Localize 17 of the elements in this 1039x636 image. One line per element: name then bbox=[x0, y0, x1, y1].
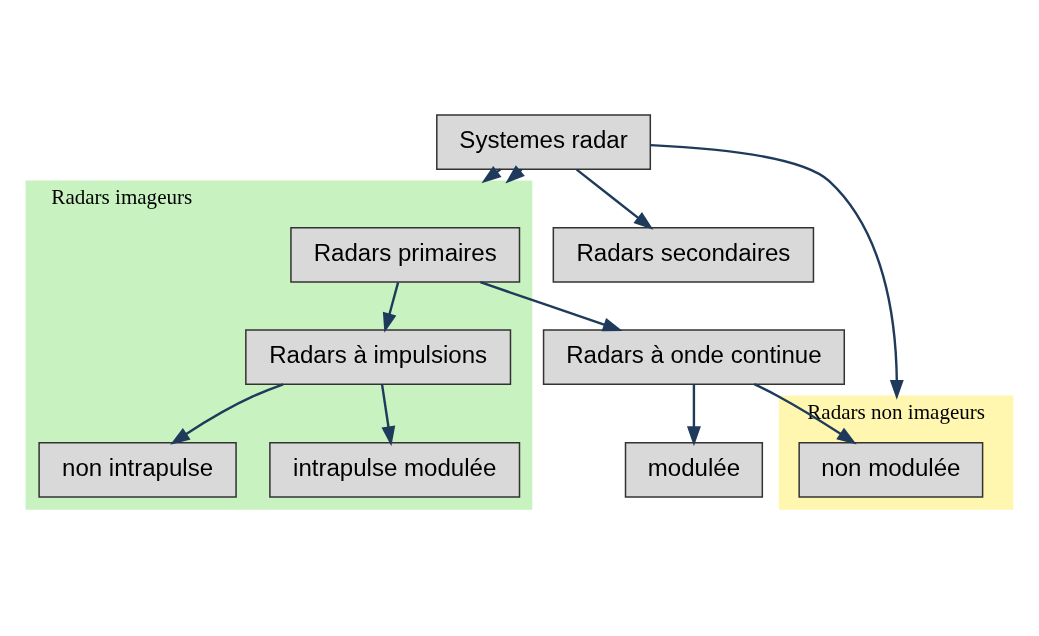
node-box: Radars à onde continue bbox=[542, 329, 846, 385]
node-box: Systemes radar bbox=[436, 114, 652, 170]
node-box: modulée bbox=[624, 442, 764, 498]
arrow bbox=[380, 384, 396, 447]
arrow bbox=[650, 143, 904, 400]
node-box: Radars primaires bbox=[290, 227, 521, 283]
arrow bbox=[170, 383, 284, 445]
arrow bbox=[382, 282, 400, 333]
node-box: non modulée bbox=[798, 442, 984, 498]
arrow bbox=[479, 281, 623, 332]
node-box: Radars secondaires bbox=[552, 227, 815, 283]
arrow bbox=[575, 168, 654, 230]
node-box: non intrapulse bbox=[38, 442, 237, 498]
arrow bbox=[686, 384, 701, 447]
node-box: intrapulse modulée bbox=[269, 442, 521, 498]
arrow bbox=[753, 383, 857, 445]
node-box: Radars à impulsions bbox=[245, 329, 512, 385]
